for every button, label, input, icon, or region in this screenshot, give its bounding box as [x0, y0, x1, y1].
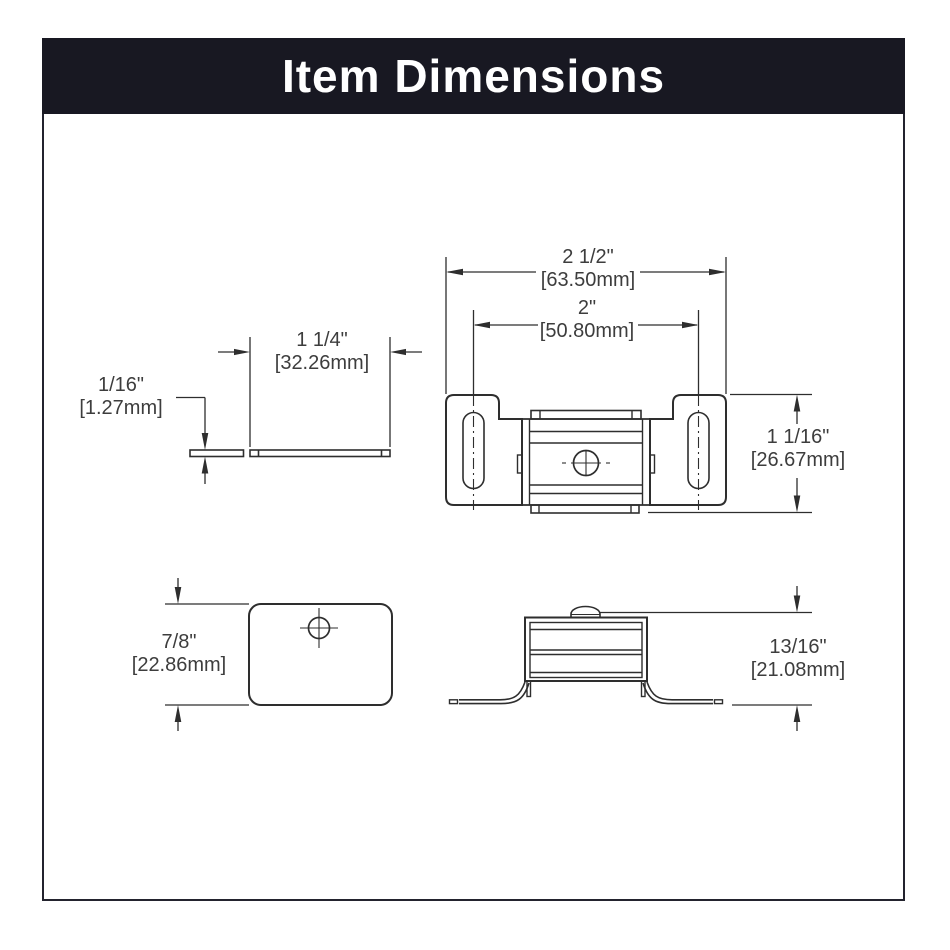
arrow-left-icon [390, 348, 406, 356]
dim-mm: [21.08mm] [750, 659, 846, 681]
page-title: Item Dimensions [281, 50, 666, 102]
dim-overall-height [648, 393, 812, 514]
arrow-left-icon [473, 321, 490, 329]
dim-slot-center-width-label: 2" [50.80mm] [540, 297, 634, 343]
arrow-down-icon [201, 433, 209, 450]
dim-overall-height-label: 1 1/16" [26.67mm] [751, 426, 845, 472]
arrow-down-icon [174, 587, 182, 604]
right-side-tab [649, 454, 656, 474]
left-side-tab [516, 454, 523, 474]
arrow-right-icon [682, 321, 699, 329]
plate-side-view [189, 449, 391, 458]
dim-mm: [63.50mm] [540, 269, 636, 291]
dim-slot-center-width [472, 310, 700, 510]
top-dome [570, 605, 601, 618]
right-leg [646, 681, 713, 701]
front-body-outline [524, 616, 648, 682]
dim-mm: [22.86mm] [131, 654, 227, 676]
dim-inches: 1/16" [97, 374, 145, 396]
dim-catch-depth-label: 13/16" [21.08mm] [751, 636, 845, 682]
dim-inches: 1 1/4" [296, 329, 348, 351]
dim-mm: [1.27mm] [79, 397, 163, 419]
dim-plate-height [165, 578, 249, 731]
right-ear-outline [649, 394, 727, 506]
left-leg [459, 681, 526, 701]
dim-inches: 2" [577, 297, 597, 319]
left-ear-outline [445, 394, 523, 506]
arrow-up-icon [793, 394, 801, 412]
plate-outline [248, 603, 393, 706]
dim-mm: [50.80mm] [539, 320, 635, 342]
arrow-left-icon [446, 268, 463, 276]
arrow-up-icon [174, 705, 182, 722]
arrow-right-icon [709, 268, 726, 276]
page-border-frame [42, 38, 905, 901]
arrow-down-icon [793, 495, 801, 513]
bottom-plate [530, 504, 640, 514]
left-foot-tip [448, 699, 459, 705]
dim-inches: 7/8" [161, 631, 197, 653]
dim-mm: [32.26mm] [274, 352, 370, 374]
dim-plate-thickness [176, 396, 209, 484]
dim-overall-width-label: 2 1/2" [63.50mm] [541, 246, 635, 292]
dim-plate-width [218, 337, 422, 447]
plate-plan-view [248, 603, 393, 706]
dim-inches: 2 1/2" [562, 246, 614, 268]
arrow-down-icon [793, 595, 801, 613]
catch-front-view [448, 605, 724, 705]
catch-top-view [445, 394, 727, 514]
dim-plate-thickness-label: 1/16" [1.27mm] [79, 374, 162, 420]
dim-overall-width [445, 257, 727, 394]
arrow-right-icon [234, 348, 250, 356]
dim-catch-depth [600, 586, 812, 731]
arrow-up-icon [201, 456, 209, 474]
right-foot-tip [713, 699, 724, 705]
dim-inches: 1 1/16" [766, 426, 830, 448]
top-plate [530, 409, 642, 420]
arrow-up-icon [793, 705, 801, 722]
header-bar: Item Dimensions [42, 38, 905, 114]
dim-plate-height-label: 7/8" [22.86mm] [132, 631, 226, 677]
dim-inches: 13/16" [769, 636, 827, 658]
dim-plate-width-label: 1 1/4" [32.26mm] [275, 329, 369, 375]
dim-mm: [26.67mm] [750, 449, 846, 471]
